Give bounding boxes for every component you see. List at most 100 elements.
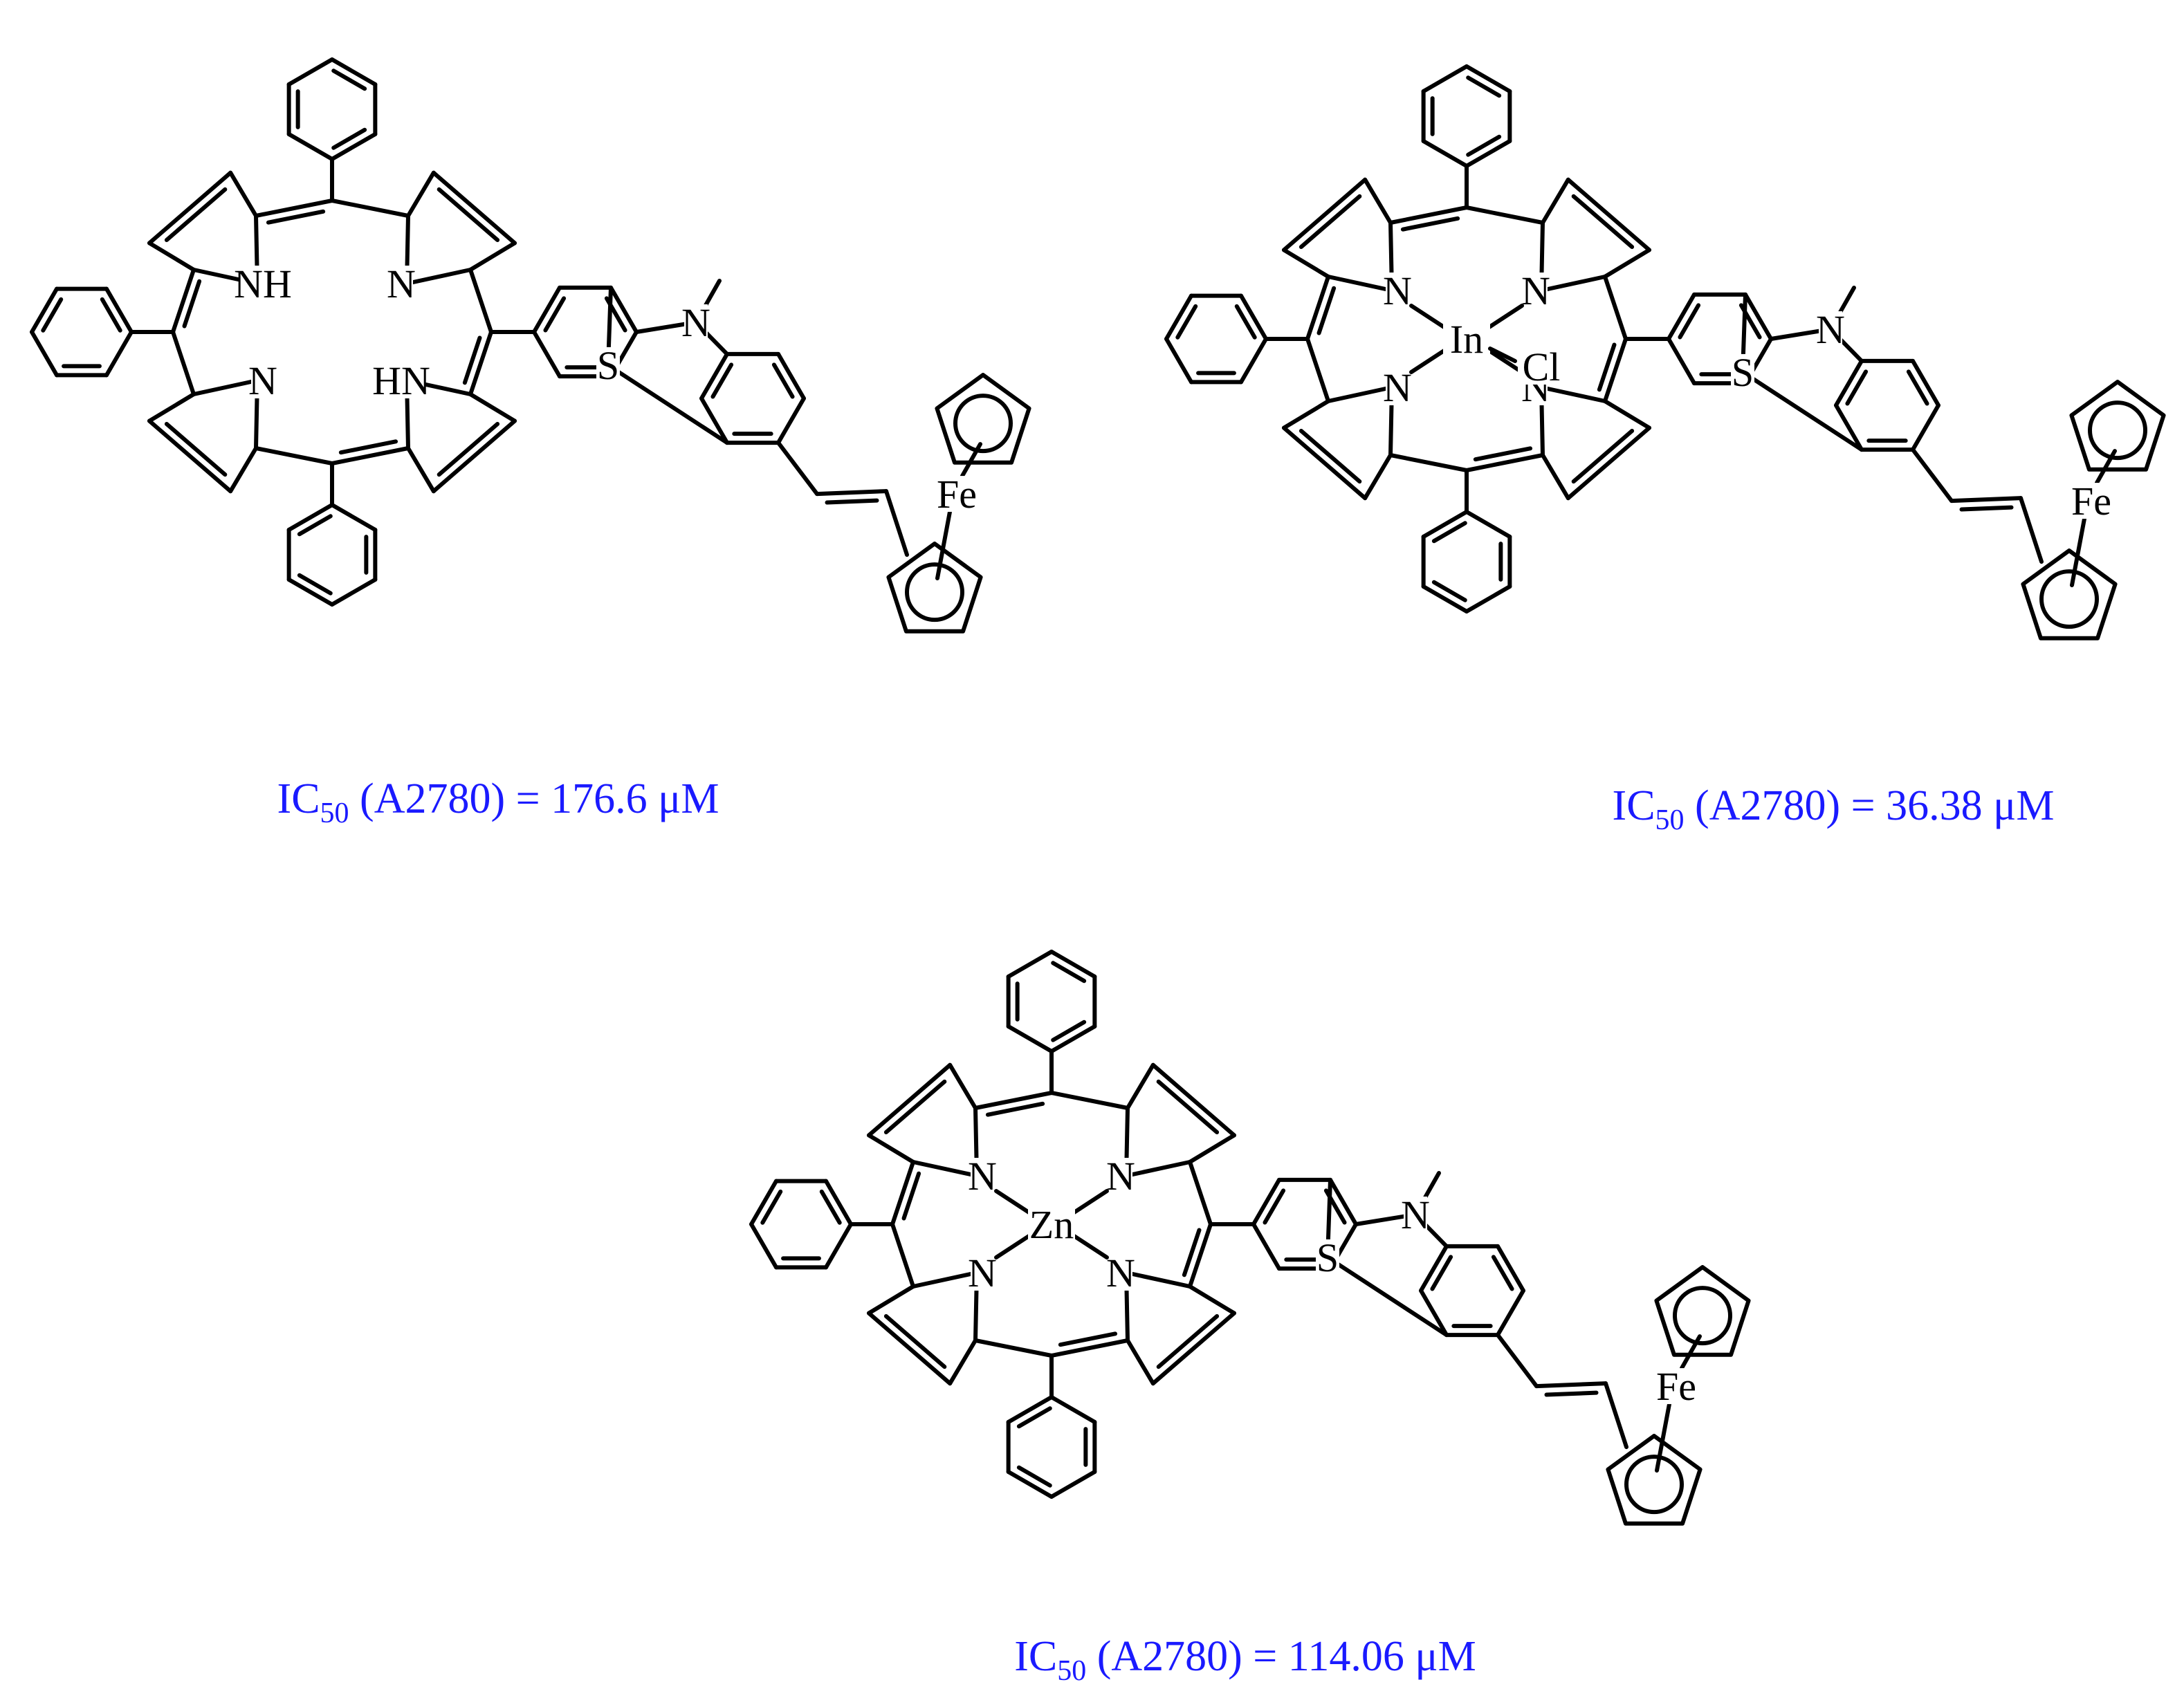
coordination-bond <box>1409 304 1449 331</box>
meso-bond <box>1049 1091 1130 1110</box>
phenothiazine-ring-b <box>1834 358 1940 452</box>
fe-cp-bond <box>935 510 952 581</box>
meso-double-bond <box>1603 337 1628 403</box>
metal-label: In <box>1450 317 1483 362</box>
aromatic-double-bond <box>1667 292 1696 341</box>
porphyrin-n-label-bg <box>971 1255 994 1291</box>
phenothiazine-n-label: N <box>1401 1192 1430 1237</box>
aromatic-double-bond <box>1419 1244 1449 1293</box>
ferrocene: Fe <box>1606 1265 1751 1526</box>
axial-ligand-label-bg <box>1518 349 1565 385</box>
ic50-prefix: IC <box>1014 1633 1057 1680</box>
fe-label: Fe <box>937 472 977 517</box>
cp-ring-upper <box>2069 380 2166 472</box>
phenothiazine-ring-a <box>532 285 639 379</box>
phenyl-double-bond-inner <box>1431 580 1467 602</box>
porphyrin-n-label-bg <box>1386 273 1409 308</box>
phenyl-double-bond-inner <box>1431 521 1467 544</box>
ic50-value: (A2780) = 176.6 μM <box>349 775 719 822</box>
porphyrin-n-label: N <box>968 1154 997 1199</box>
pyrrole-bond <box>1281 248 1330 279</box>
pyrrole-beta-double-bond-inner <box>1299 194 1362 249</box>
pyrrole-beta-double-bond <box>1150 1062 1237 1138</box>
aromatic-bond <box>1251 1222 1281 1271</box>
phenothiazine-n-label-bg <box>684 304 708 340</box>
meso-double-bond-inner <box>901 1171 921 1221</box>
alpha-n-bond <box>1539 275 1607 293</box>
phenyl-double-bond-inner <box>100 297 122 333</box>
meso-double-bond <box>330 446 410 465</box>
vinyl-bond <box>1911 447 1954 504</box>
pyrrole-bond <box>1603 399 1652 430</box>
phenothiazine-central-ring: NS <box>1316 1171 1449 1338</box>
phenothiazine-s-label-bg <box>1731 353 1754 390</box>
pyrrole-beta-double-bond <box>1150 1311 1237 1386</box>
phenyl-ring <box>1006 950 1097 1053</box>
phenyl-double-bond-inner <box>760 1189 783 1225</box>
porphyrin-core <box>866 1062 1237 1386</box>
phenyl-bond <box>30 330 59 378</box>
porphyrin-n-label: N <box>1383 365 1412 410</box>
meso-bond <box>1465 205 1545 225</box>
phenyl-double-bond <box>749 1179 778 1226</box>
pyrrole-beta-double-bond <box>866 1062 953 1138</box>
meso-bond <box>1305 337 1330 403</box>
cp-ring-lower <box>2021 548 2118 640</box>
aromatic-double-bond <box>1911 358 1940 407</box>
vinyl-bond <box>1604 1381 1628 1450</box>
vinyl-double-bond-inner <box>1544 1390 1599 1397</box>
aromatic-bond <box>532 330 562 379</box>
meso-double-bond-inner <box>338 439 398 455</box>
ic50-subscript: 50 <box>1655 804 1685 836</box>
aromatic-double-bond-inner <box>1263 1188 1286 1225</box>
porphyrin-n-label: N <box>968 1251 997 1295</box>
phenyl-bond <box>104 330 134 378</box>
pyrrole-bond <box>866 1284 915 1316</box>
phenyl-ring <box>30 286 134 378</box>
fe-label-bg <box>933 476 980 513</box>
phenyl-double-bond <box>1049 1024 1097 1053</box>
vinyl-double-bond <box>1949 496 2023 504</box>
metal-label-bg <box>1028 1206 1075 1242</box>
phenyl-double-bond-inner <box>297 514 333 537</box>
phenyl-double-bond-inner <box>1175 304 1198 340</box>
meso-double-bond-inner <box>182 279 202 329</box>
porphyrin-n-label-bg <box>1109 1255 1132 1291</box>
pyrrole-bond <box>948 1338 978 1386</box>
phenyl-double-bond-inner <box>1016 1406 1052 1429</box>
s-c-bond <box>606 362 729 445</box>
meso-double-bond-inner <box>1597 342 1617 392</box>
phenyl-double-bond-inner <box>297 573 333 596</box>
metal-label: Zn <box>1029 1202 1074 1247</box>
phenyl-double-bond <box>1006 1395 1054 1424</box>
meso-double-bond-inner <box>462 335 482 385</box>
meso-bond <box>254 446 334 465</box>
phenothiazine-s-label-bg <box>596 347 620 383</box>
meso-bond <box>1388 453 1469 472</box>
phenothiazine-central-ring: NS <box>1731 286 1864 452</box>
vinyl-linker <box>776 441 909 557</box>
alpha-n-bond <box>1124 1160 1192 1178</box>
pyrrole-bond <box>948 1062 978 1110</box>
cp-aromatic-circle <box>2088 400 2147 461</box>
phenyl-double-bond-inner <box>41 297 64 333</box>
aromatic-double-bond <box>1496 1244 1525 1293</box>
meso-double-bond <box>1049 1338 1130 1358</box>
pyrrole-beta-double-bond-inner <box>164 422 228 477</box>
pyrrole-bond <box>228 446 258 494</box>
alpha-n-bond <box>1124 1271 1192 1289</box>
phenyl-bond <box>1465 584 1512 613</box>
vinyl-double-bond <box>815 489 888 497</box>
phenyl-bond <box>1239 337 1268 385</box>
phenyl-double-bond-inner <box>1234 304 1257 340</box>
meso-bond <box>973 1338 1054 1358</box>
pyrrole-bond <box>1603 248 1652 279</box>
meso-double-bond-inner <box>1316 286 1337 335</box>
porphyrin-n-label-bg <box>251 362 275 398</box>
pyrrole-bond <box>1188 1133 1237 1164</box>
phenyl-double-bond <box>286 578 334 607</box>
porphyrin-n-label: NH <box>234 261 292 306</box>
pyrrole-beta-double-bond-inner <box>883 1079 947 1134</box>
phenothiazine-ring-b <box>1419 1244 1525 1338</box>
